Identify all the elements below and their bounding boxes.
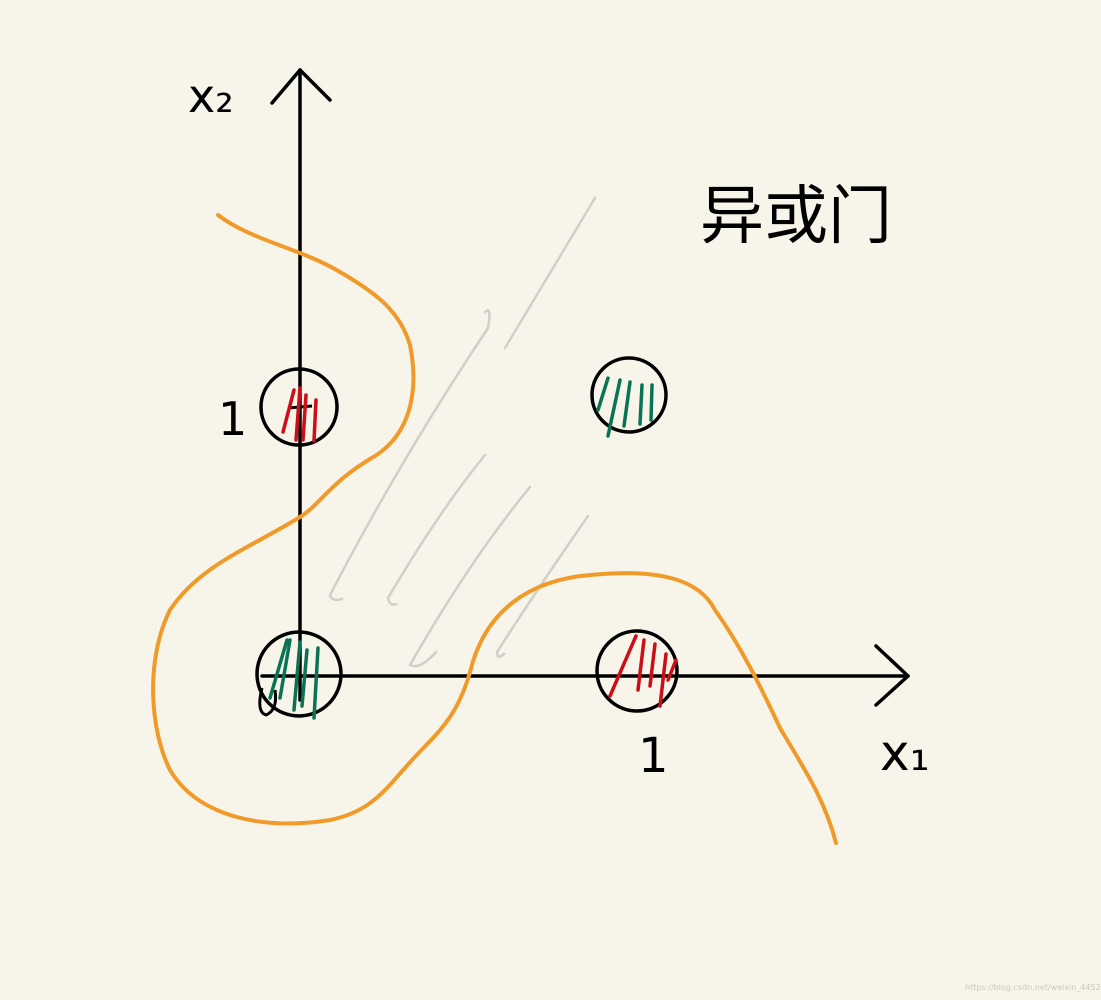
- diagram-title: 异或门: [700, 180, 892, 254]
- decision-boundary: [151, 213, 838, 845]
- point-0-1: [259, 367, 339, 447]
- point-1-1: [590, 356, 668, 438]
- x1-axis: [260, 644, 910, 707]
- point-0-0: [255, 630, 343, 720]
- point-1-0: [595, 629, 679, 713]
- x2-axis-label: x₂: [188, 69, 234, 123]
- y-tick-label: 1: [218, 392, 247, 446]
- x2-axis: [270, 68, 332, 702]
- x1-axis-label: x₁: [880, 724, 930, 782]
- shaded-region: [328, 196, 597, 668]
- x-tick-label: 1: [638, 728, 669, 784]
- watermark: https://blog.csdn.net/weixin_44525756: [965, 983, 1101, 992]
